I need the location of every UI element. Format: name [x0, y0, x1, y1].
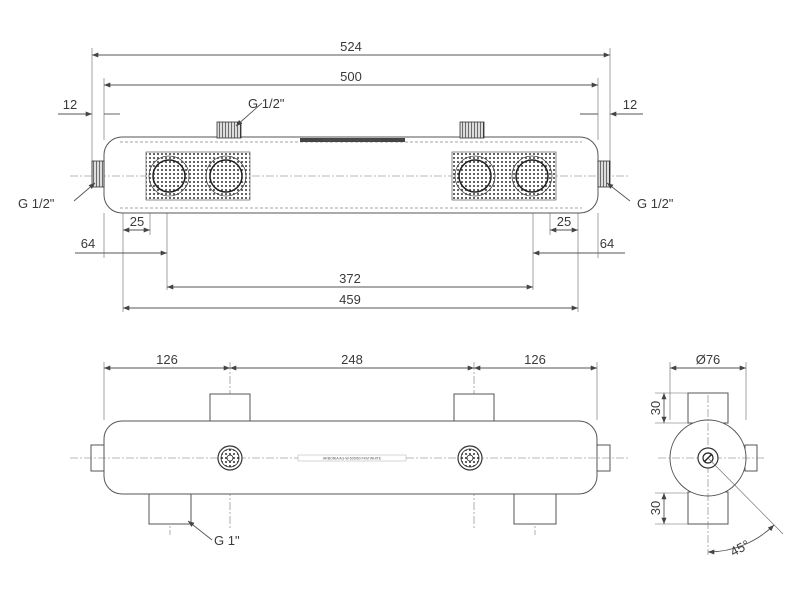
- dim-coil-offset-left: 25: [130, 214, 144, 229]
- right-end-thread: [597, 160, 611, 188]
- dim-coil-pitch: 372: [339, 271, 361, 286]
- top-port-right: [459, 121, 485, 139]
- dim-coil-span: 459: [339, 292, 361, 307]
- side-view: Ø76 30 30 45°: [648, 352, 784, 559]
- front-socket-top-left: [209, 393, 251, 424]
- nameplate-top-view: ARBONIA EXCHANGER STAINLESS: [323, 138, 382, 142]
- dim-body-length: 500: [340, 69, 362, 84]
- dim-end-to-coil-right: 64: [600, 236, 614, 251]
- dim-coil-offset-right: 25: [557, 214, 571, 229]
- dim-height-top: 30: [648, 401, 663, 415]
- label-right-end-thread: G 1/2": [637, 196, 674, 211]
- coil-group-right: [451, 151, 557, 201]
- dim-port-offset-right: 126: [524, 352, 546, 367]
- coil-group-left: [145, 151, 251, 201]
- nameplate-front-view: ARBONIA AG-W-500/60 FKM WHITE: [323, 457, 382, 461]
- front-view: 126 248 126 ARBONIA AG-W-500/60 FKM W: [70, 352, 630, 548]
- front-socket-bottom-right: [513, 491, 557, 525]
- dim-angle: 45°: [728, 537, 752, 559]
- front-socket-top-right: [453, 393, 495, 424]
- front-gland-left: [217, 445, 243, 471]
- front-gland-right: [457, 445, 483, 471]
- left-end-thread: [91, 160, 105, 188]
- front-socket-bottom-left: [148, 491, 192, 525]
- dim-height-bottom: 30: [648, 501, 663, 515]
- label-left-end-thread: G 1/2": [18, 196, 55, 211]
- dim-port-offset-left: 126: [156, 352, 178, 367]
- dim-end-to-coil-left: 64: [81, 236, 95, 251]
- top-view: 524 500 12 12 ARBONIA EXCHANGER STAINLES…: [18, 39, 674, 312]
- dim-port-pitch: 248: [341, 352, 363, 367]
- dim-overall-length: 524: [340, 39, 362, 54]
- label-top-port-thread: G 1/2": [248, 96, 285, 111]
- label-bottom-port-thread: G 1": [214, 533, 240, 548]
- dim-end-thread-right: 12: [623, 97, 637, 112]
- dim-end-thread-left: 12: [63, 97, 77, 112]
- top-port-left: [216, 121, 242, 139]
- dim-diameter: Ø76: [696, 352, 721, 367]
